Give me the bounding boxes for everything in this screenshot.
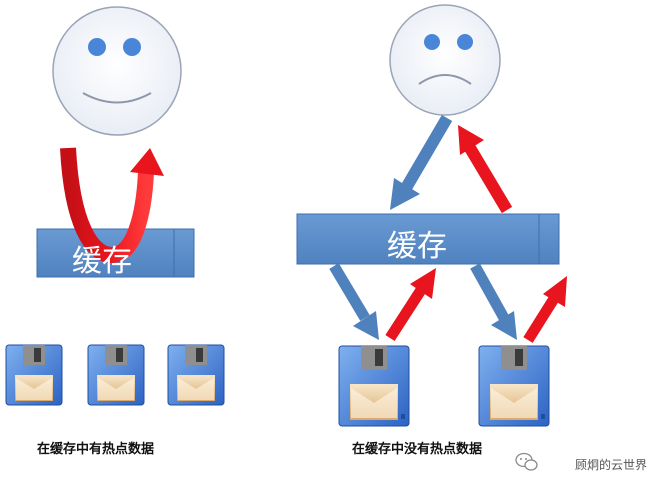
storage-disk-icon: [5, 344, 63, 406]
happy-face-icon: [52, 6, 182, 136]
request-arrow-face-to-cache: [390, 114, 453, 210]
caption-cache-miss: 在缓存中没有热点数据: [352, 442, 483, 457]
cache-label-left: 缓存: [72, 244, 132, 279]
wechat-icon: [515, 452, 538, 471]
response-arrow-disk-2-to-cache: [523, 276, 567, 343]
request-arrow-cache-to-disk-2: [470, 263, 517, 340]
storage-disk-icon: [87, 344, 145, 406]
cache-label-right: 缓存: [387, 229, 447, 264]
cache-box-right: [296, 213, 560, 265]
watermark-text: 顾炯的云世界: [574, 458, 647, 472]
storage-disk-icon: [478, 345, 550, 427]
response-arrow-disk-1-to-cache: [385, 268, 436, 341]
sad-face-icon: [389, 4, 501, 116]
request-arrow-cache-to-disk-1: [329, 263, 379, 340]
response-arrow-cache-to-face: [458, 125, 513, 214]
caption-cache-hit: 在缓存中有热点数据: [37, 442, 155, 457]
cache-hit-uturn-arrow: [60, 147, 164, 264]
storage-disk-icon: [167, 344, 225, 406]
storage-disk-icon: [338, 345, 410, 427]
